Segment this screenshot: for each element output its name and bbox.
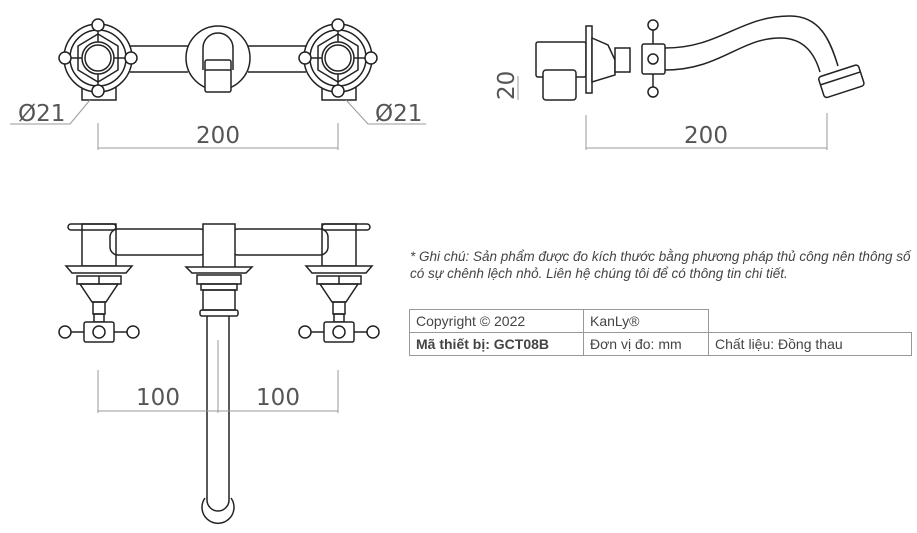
measurement-note: * Ghi chú: Sản phẩm được đo kích thước b…: [410, 249, 911, 281]
right-handle-top: [298, 18, 378, 101]
right-valve-front: [298, 265, 380, 343]
front-view: [58, 223, 380, 525]
side-view: [535, 15, 865, 101]
side-length-label: 200: [684, 123, 728, 149]
model-code-cell: Mã thiết bị: GCT08B: [409, 332, 584, 356]
table-row: Copyright © 2022 KanLy®: [409, 309, 911, 333]
table-row: Mã thiết bị: GCT08B Đơn vị đo: mm Chất l…: [409, 332, 912, 356]
front-view-dimensions: [97, 340, 339, 413]
info-table: Copyright © 2022 KanLy® Mã thiết bị: GCT…: [409, 309, 912, 356]
copyright-cell: Copyright © 2022: [409, 309, 584, 333]
side-view-dimensions: [517, 76, 828, 150]
side-height-label: 20: [494, 71, 520, 100]
right-spacing-label: 100: [256, 385, 300, 411]
right-diameter-label: Ø21: [375, 101, 422, 127]
brand-cell: KanLy®: [583, 309, 709, 333]
left-valve-front: [58, 265, 140, 343]
top-view: [58, 18, 378, 101]
top-view-dimensions: [10, 99, 426, 150]
left-handle-top: [58, 18, 138, 101]
empty-cell: [708, 309, 911, 333]
unit-cell: Đơn vị đo: mm: [583, 332, 709, 356]
material-cell: Chất liệu: Đồng thau: [708, 332, 912, 356]
left-spacing-label: 100: [136, 385, 180, 411]
spout-front: [184, 266, 254, 525]
left-diameter-label: Ø21: [18, 101, 65, 127]
spout-top: [185, 25, 251, 93]
top-width-label: 200: [196, 123, 240, 149]
